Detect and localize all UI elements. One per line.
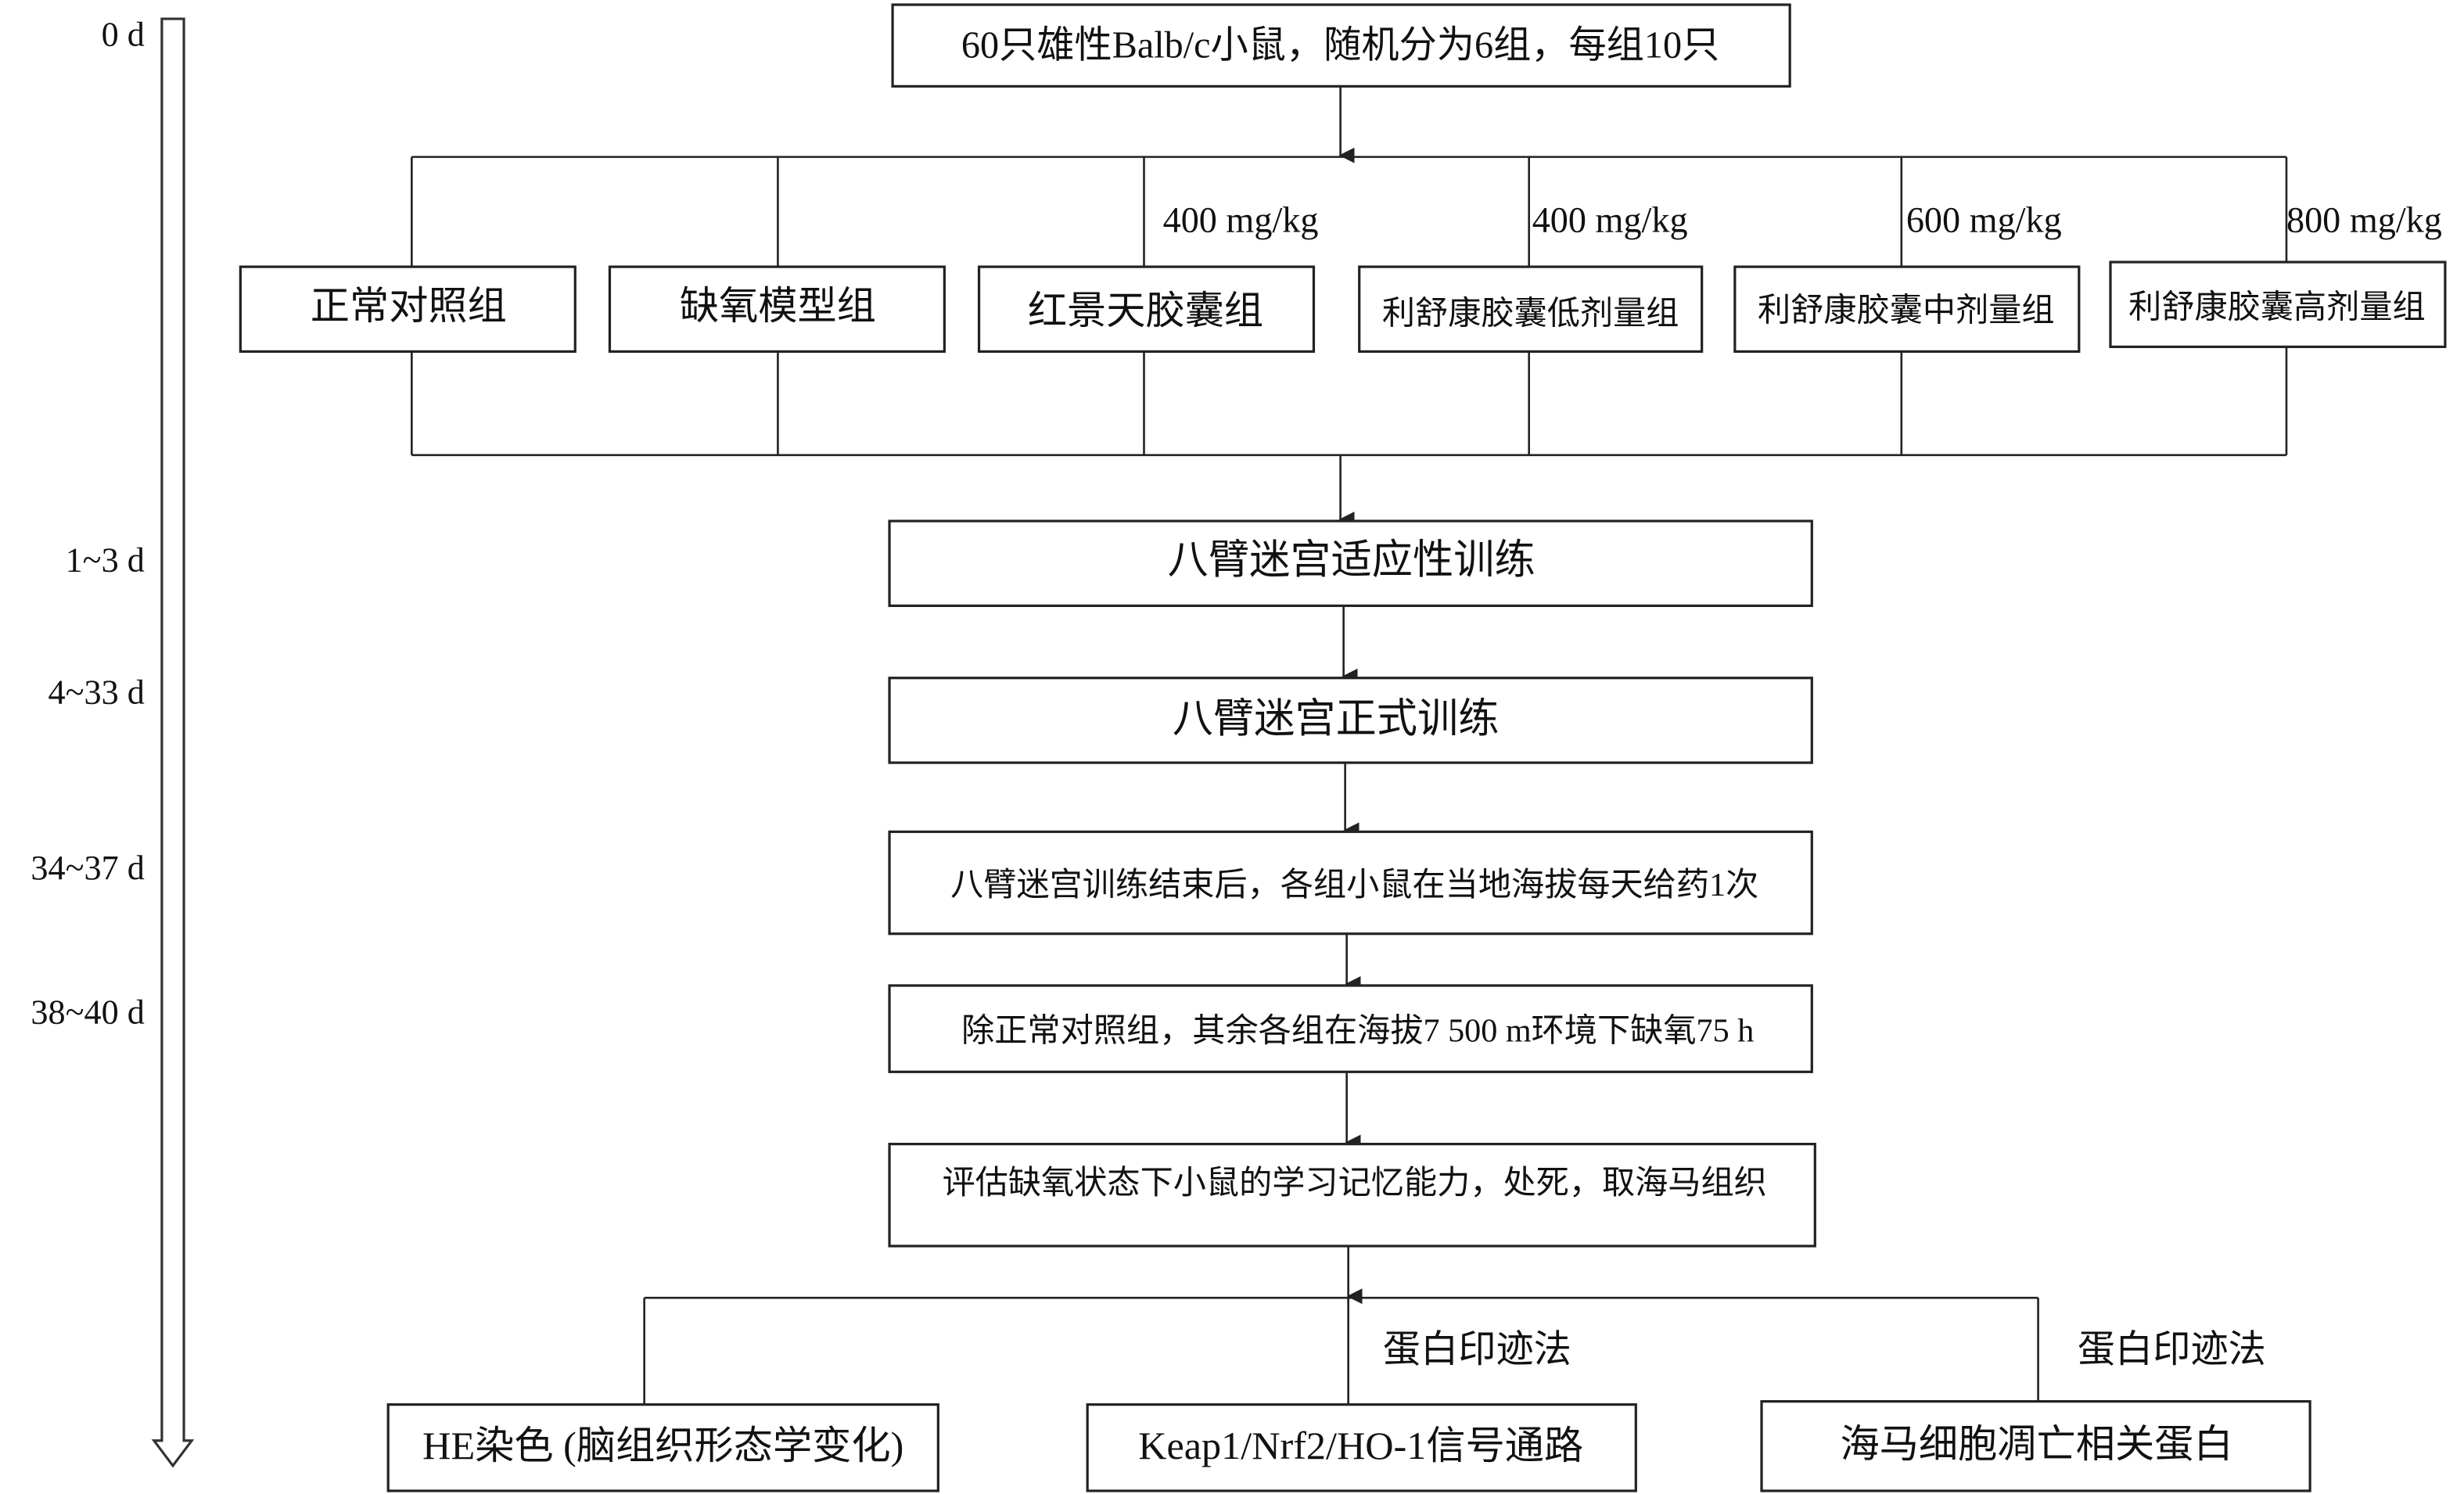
group-box bbox=[977, 265, 1316, 354]
step-label: 八臂迷宫正式训练 bbox=[1173, 696, 1500, 742]
timeline-arrow bbox=[151, 17, 195, 1468]
step-box bbox=[888, 1142, 1816, 1248]
group-label: 利舒康胶囊高剂量组 bbox=[2128, 289, 2426, 326]
outcome-label: HE染色 (脑组织形态学变化) bbox=[422, 1424, 903, 1467]
day-label: 1~3 d bbox=[66, 541, 145, 580]
dose-label: 400 mg/kg bbox=[1163, 199, 1319, 239]
step-box bbox=[888, 519, 1813, 608]
group-label: 利舒康胶囊中剂量组 bbox=[1758, 293, 2055, 329]
outcome-box bbox=[1760, 1400, 2311, 1492]
dose-label: 600 mg/kg bbox=[1906, 199, 2062, 239]
day-label: 34~37 d bbox=[31, 849, 144, 887]
step-label: 八臂迷宫适应性训练 bbox=[1168, 537, 1536, 583]
step-label: 除正常对照组，其余各组在海拔7 500 m环境下缺氧75 h bbox=[961, 1013, 1754, 1050]
step-box bbox=[888, 677, 1813, 764]
start-box bbox=[891, 3, 1791, 88]
group-label: 缺氧模型组 bbox=[680, 284, 876, 328]
dose-label: 800 mg/kg bbox=[2286, 199, 2442, 239]
step-box bbox=[888, 984, 1813, 1073]
group-box bbox=[239, 265, 576, 354]
dose-label: 400 mg/kg bbox=[1532, 199, 1688, 239]
group-box bbox=[608, 265, 946, 354]
group-label: 正常对照组 bbox=[311, 284, 507, 328]
group-label: 利舒康胶囊低剂量组 bbox=[1382, 296, 1679, 332]
group-box bbox=[1733, 265, 2081, 354]
step-label: 评估缺氧状态下小鼠的学习记忆能力，处死，取海马组织 bbox=[943, 1165, 1767, 1201]
day-label: 38~40 d bbox=[31, 993, 144, 1032]
outcome-box bbox=[386, 1403, 939, 1492]
group-label: 红景天胶囊组 bbox=[1028, 289, 1263, 332]
day-label: 0 d bbox=[102, 16, 145, 54]
method-label: 蛋白印迹法 bbox=[2078, 1329, 2266, 1370]
group-box bbox=[1358, 265, 1704, 354]
outcome-label: 海马细胞凋亡相关蛋白 bbox=[1840, 1422, 2232, 1466]
group-box bbox=[2109, 260, 2447, 348]
outcome-box bbox=[1086, 1403, 1637, 1492]
start-box-label: 60只雄性Balb/c小鼠，随机分为6组，每组10只 bbox=[961, 25, 1719, 66]
step-box bbox=[888, 830, 1813, 936]
step-label: 八臂迷宫训练结束后，各组小鼠在当地海拔每天给药1次 bbox=[950, 867, 1758, 903]
day-label: 4~33 d bbox=[48, 673, 144, 711]
method-label: 蛋白印迹法 bbox=[1383, 1329, 1571, 1370]
outcome-label: Keap1/Nrf2/HO-1信号通路 bbox=[1138, 1424, 1583, 1467]
